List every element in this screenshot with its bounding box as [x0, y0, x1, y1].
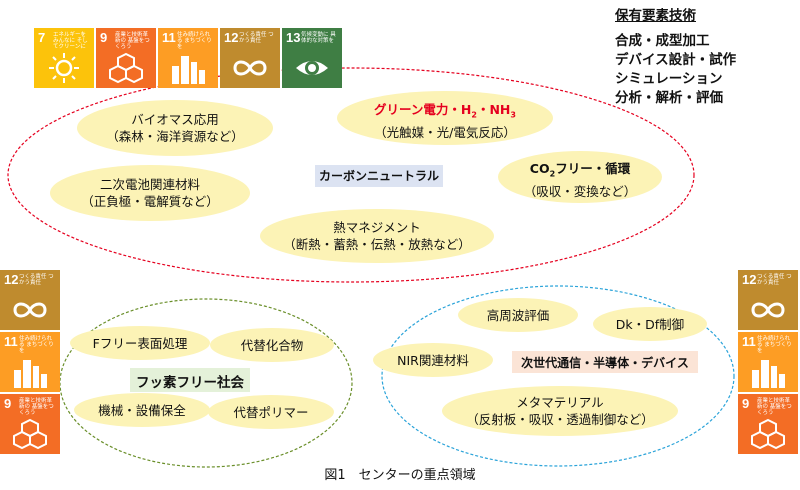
sdg-tile-7: 7 エネルギーをみんなに そしてクリーンに	[34, 28, 94, 88]
figure-caption: 図1 センターの重点領域	[324, 468, 476, 483]
skills-list: 保有要素技術 合成・成型加工 デバイス設計・試作 シミュレーション 分析・解析・…	[615, 6, 736, 107]
co2-text: CO2フリー・循環 （吸収・変換など）	[505, 160, 655, 200]
blob-maintenance	[74, 393, 210, 427]
city-icon	[14, 360, 47, 388]
blob-battery	[50, 165, 250, 221]
right-sdg-tile-12: 12 つくる責任 つかう責任	[738, 270, 798, 330]
eye-globe-icon	[296, 61, 328, 75]
green-power-text: グリーン電力・H2・NH3 （光触媒・光/電気反応）	[345, 101, 545, 141]
city-icon	[172, 56, 205, 84]
blob-alt-compound	[210, 328, 334, 362]
blob-green-power	[337, 91, 553, 145]
skill-item: シミュレーション	[615, 71, 723, 86]
fluorine-free-tag: フッ素フリー社会	[136, 375, 244, 391]
right-sdg-tile-9: 9 産業と技術革新の 基盤をつくろう	[738, 394, 798, 454]
skill-item: 合成・成型加工	[615, 33, 710, 48]
carbon-tag-box	[315, 165, 443, 187]
blob-alt-polymer	[208, 395, 334, 429]
skill-item: デバイス設計・試作	[615, 52, 737, 67]
blob-surface	[70, 326, 210, 360]
city-icon	[752, 360, 785, 388]
fluorine-free-ellipse	[59, 298, 353, 468]
co2-title: CO2フリー・循環	[529, 161, 631, 179]
blob-co2	[498, 151, 662, 203]
alt-compound-text: 代替化合物	[240, 338, 304, 353]
blob-biomass	[77, 100, 273, 156]
sdg-tile-11: 11 住み続けられる まちづくりを	[158, 28, 218, 88]
blob-dkdf	[593, 307, 707, 341]
biomass-text: バイオマス応用 （森林・海洋資源など）	[106, 112, 244, 144]
thermal-text: 熱マネジメント （断熱・蓄熱・伝熱・放熱など）	[283, 220, 471, 252]
nextgen-ellipse	[381, 285, 735, 467]
dkdf-text: Dk・Df制御	[615, 317, 685, 332]
blob-hf-eval	[458, 298, 578, 332]
surface-text: Fフリー表面処理	[92, 336, 188, 351]
left-sdg-tile-12: 12 つくる責任 つかう責任	[0, 270, 60, 330]
blob-meta	[442, 386, 678, 436]
hf-eval-text: 高周波評価	[486, 308, 550, 323]
battery-text: 二次電池関連材料 （正負極・電解質など）	[81, 177, 219, 209]
skill-item: 分析・解析・評価	[615, 90, 723, 105]
nextgen-tag-box	[512, 351, 698, 373]
carbon-neutral-ellipse	[7, 67, 695, 283]
sdg-tile-13: 13 気候変動に 具体的な対策を	[282, 28, 342, 88]
blob-nir	[373, 343, 493, 377]
infinity-icon	[13, 302, 47, 318]
infinity-icon	[751, 302, 785, 318]
meta-text: メタマテリアル （反射板・吸収・透過制御など）	[466, 395, 654, 427]
cubes-icon	[109, 52, 143, 84]
nir-text: NIR関連材料	[397, 353, 469, 368]
cubes-icon	[751, 418, 785, 450]
left-sdg-tile-11: 11 住み続けられる まちづくりを	[0, 332, 60, 392]
sdg-tile-9: 9 産業と技術革新の 基盤をつくろう	[96, 28, 156, 88]
maintenance-text: 機械・設備保全	[98, 403, 186, 418]
sdg-tile-12: 12 つくる責任 つかう責任	[220, 28, 280, 88]
fluorine-tag-box	[130, 368, 250, 392]
sun-icon	[49, 53, 79, 83]
alt-polymer-text: 代替ポリマー	[233, 405, 309, 420]
skills-title: 保有要素技術	[615, 8, 696, 23]
left-sdg-tile-9: 9 産業と技術革新の 基盤をつくろう	[0, 394, 60, 454]
infinity-icon	[233, 60, 267, 76]
right-sdg-tile-11: 11 住み続けられる まちづくりを	[738, 332, 798, 392]
blob-thermal	[260, 209, 494, 263]
cubes-icon	[13, 418, 47, 450]
green-power-title: グリーン電力・H2・NH3	[374, 102, 516, 120]
carbon-neutral-tag: カーボンニュートラル	[318, 169, 439, 183]
nextgen-tag: 次世代通信・半導体・デバイス	[521, 356, 689, 370]
